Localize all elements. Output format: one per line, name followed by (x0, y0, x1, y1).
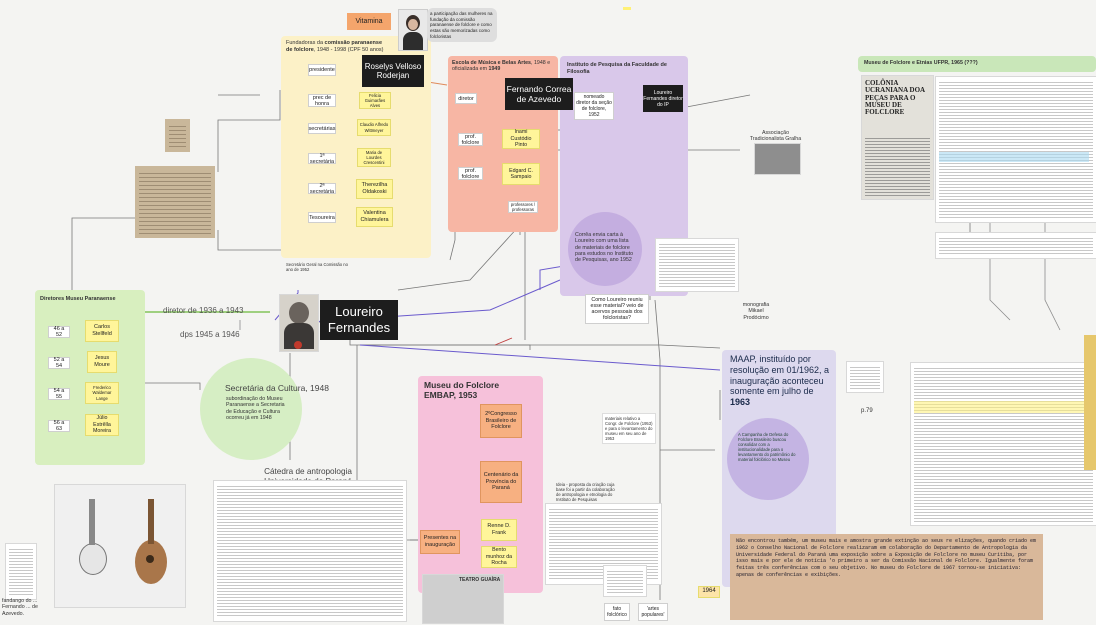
name-valentina: Valentina Chiamulera (356, 207, 393, 227)
loureiro-diretor-card: Loureiro Fernandes diretor do IP (643, 85, 683, 112)
gazeta-clip: Não encontrou também, um museu mais e am… (730, 534, 1043, 620)
secretaria-circle (200, 358, 302, 460)
edgard-note: Edgard C. Sampaio (502, 163, 540, 185)
years-52-54: 52 a 54 (48, 357, 70, 369)
nomeado-card: nomeado diretor da seção de folclore, 19… (574, 92, 614, 120)
como-card: Como Loureiro reuniu esse material? veio… (585, 294, 649, 324)
campanha-text: A Campanha de Defesa do Folclore Brasile… (738, 432, 796, 463)
museu-ufpr-title: Museu de Folclore e Etnias UFPR, 1965 (?… (864, 60, 978, 66)
correia-text: Corrêa envia carta à Loureiro com uma li… (575, 232, 634, 264)
artes-card: 'artes populares' (638, 603, 668, 621)
embap-text-doc-2 (603, 565, 647, 597)
left-edge-doc (5, 543, 37, 600)
monografia-label: monografia Mikael Prodócimo (742, 302, 770, 321)
old-document-2 (135, 166, 215, 238)
guitar-photo (54, 484, 186, 608)
maap-title: MAAP, instituído por resolução em 01/196… (730, 354, 830, 408)
renne-note: Renne D. Frank (481, 519, 517, 541)
escola-prof2-label: prof. folclore (458, 167, 483, 180)
name-maria: Maria de Lourdes Crescentini (357, 148, 391, 167)
loureiro-dps-label: dps 1945 a 1946 (180, 330, 240, 339)
top-quote: a participação das mulheres na fundação … (427, 8, 497, 42)
associacao-photo (754, 143, 801, 175)
p79-label: p.79 (861, 408, 873, 414)
years-56-63: 56 a 63 (48, 420, 70, 432)
centenario-note: Centenário da Província do Paraná (480, 461, 522, 503)
name-claudio: Claudio Alfredo Wittmeyer (357, 119, 391, 136)
name-therezilha: Therezilha Oldakoski (356, 179, 393, 199)
role-presidente: presidente (308, 64, 336, 76)
escola-prof3-label: professores / professoras (508, 201, 538, 213)
diretores-zone (35, 290, 145, 465)
bottom-text-doc (213, 480, 407, 622)
name-felicia: Felicia Guimarães Alves (359, 92, 391, 109)
frederico-note: Frederico Waldemar Lange (85, 382, 119, 404)
gazeta-text: Não encontrou também, um museu mais e am… (736, 538, 1037, 578)
museu-ufpr-zone (858, 56, 1096, 72)
red-mark (294, 341, 302, 349)
monografia-doc (655, 238, 739, 292)
julio-note: Júlio Estrêlla Moreira (85, 414, 119, 436)
role-prec-honra: prec de honra (308, 94, 336, 107)
roselys-photo (398, 9, 428, 51)
maap-article-text (910, 362, 1096, 526)
secretaria-body: subordinação do Museu Paranaense a Secre… (226, 396, 285, 422)
correia-circle (568, 212, 642, 286)
instituto-title: Instituto de Pesquisa da Faculdade de Fi… (567, 62, 667, 75)
roselys-card: Roselys Velloso Roderjan (362, 55, 424, 87)
newspaper-clip: COLÔNIA UCRANIANA DOA PEÇAS PARA O MUSEU… (861, 75, 934, 200)
ufpr-article-text (935, 76, 1096, 223)
right-edge-strip (1084, 335, 1096, 470)
congresso-note: 2ºCongresso Brasileiro de Folclore (480, 404, 522, 438)
presentes-note: Presentes na inauguração (420, 530, 460, 554)
embap-title: Museu do Folclore EMBAP, 1953 (424, 380, 500, 401)
vitamina-tag: Vitamina (347, 13, 391, 30)
bento-note: Bento munhoz da Rocha (481, 546, 517, 568)
role-1a-secretaria: 1ª secretária (308, 152, 336, 165)
year-1964-note: 1964 (698, 586, 720, 598)
fato-card: fato folclórico (604, 603, 630, 621)
old-document-1 (165, 119, 190, 152)
caption-left: fandango do ... Fernando ... de Azevedo. (2, 598, 38, 617)
escola-prof1-label: prof. folclore (458, 133, 483, 146)
diretores-title: Diretores Museu Paranaense (40, 296, 116, 302)
role-tesoureira: Tesoureira (308, 212, 336, 223)
role-2a-secretaria: 2ª secretária (308, 182, 336, 195)
embap-text-doc (545, 503, 662, 585)
yellow-mark (623, 7, 631, 10)
teatro-label: TEATRO GUAÍRA (459, 577, 501, 583)
campanha-circle (727, 418, 809, 500)
teatro-photo: TEATRO GUAÍRA (422, 574, 504, 624)
loureiro-diretor-label: diretor de 1936 a 1943 (163, 306, 244, 315)
loureiro-photo (279, 294, 319, 352)
fundadoras-footer: Secretário Geral na Comissão no ano de 1… (286, 262, 348, 273)
secretaria-title: Secretária da Cultura, 1948 (225, 383, 329, 393)
years-54-55: 54 a 55 (48, 388, 70, 400)
jesus-note: Jesus Moure (87, 351, 117, 373)
fundadoras-title: Fundadoras da comissão paranaense de fol… (286, 40, 384, 53)
fernando-card: Fernando Correa de Azevedo (505, 78, 573, 110)
escola-title: Escola de Música e Belas Artes, 1948 e o… (452, 60, 551, 73)
newspaper-headline: COLÔNIA UCRANIANA DOA PEÇAS PARA O MUSEU… (865, 79, 925, 117)
role-secretarias: secretárias (308, 123, 336, 134)
years-46-52: 46 a 52 (48, 326, 70, 338)
loureiro-card: Loureiro Fernandes (320, 300, 398, 340)
inami-note: Inami Custódio Pinto (502, 129, 540, 149)
embap-ideia: Ideia - proposta da criação cuja base fo… (556, 482, 615, 503)
maap-small-doc (846, 361, 884, 393)
carlos-note: Carlos Stellfeld (85, 320, 119, 342)
embap-side-note: materiais relativo a Congr. de Folclore … (602, 413, 656, 445)
ufpr-article-text-2 (935, 232, 1096, 259)
escola-diretor-label: diretor (455, 93, 477, 104)
